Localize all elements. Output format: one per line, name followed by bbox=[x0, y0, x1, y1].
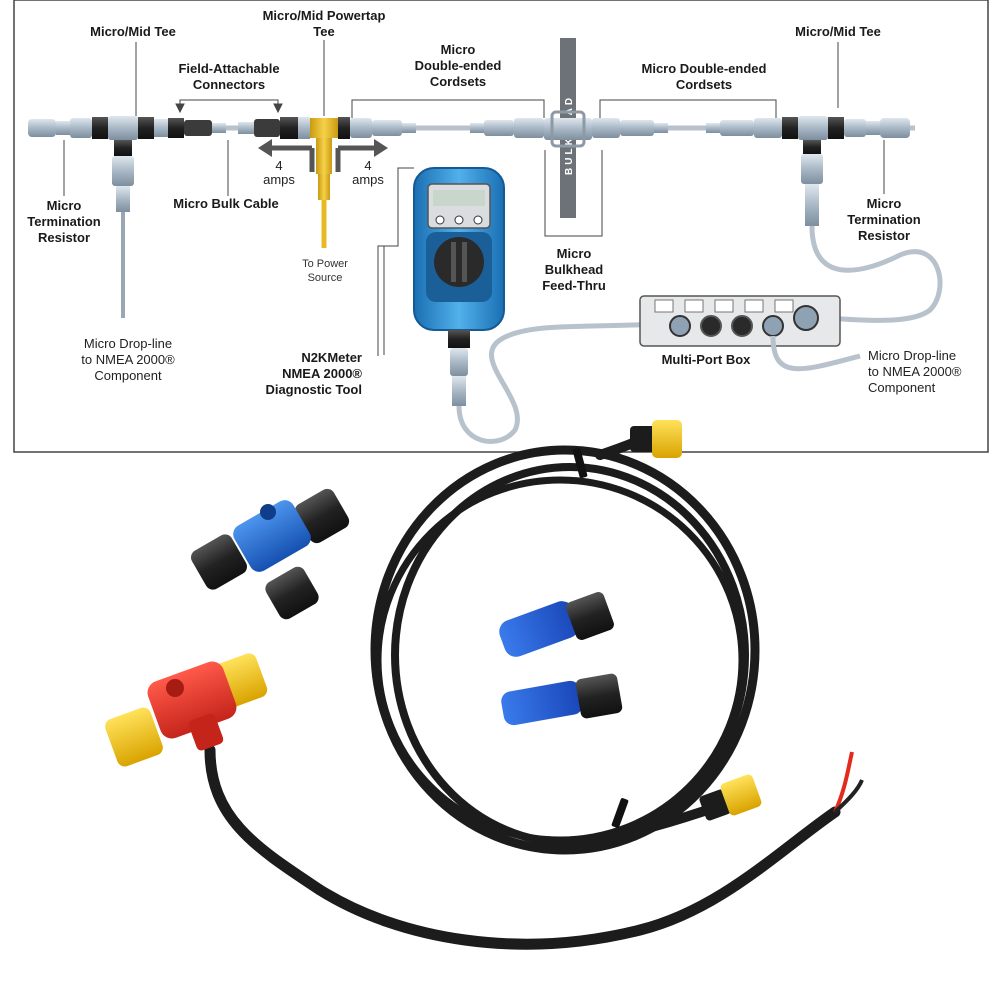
n2kmeter-device bbox=[413, 167, 505, 406]
black-wire bbox=[833, 779, 864, 814]
meter-drop-line bbox=[456, 319, 681, 444]
label-amps-right-unit: amps bbox=[352, 172, 384, 187]
label-drop-left-line1: Micro Drop-line bbox=[84, 336, 172, 351]
label-cordsets2-line1: Micro Double-ended bbox=[642, 61, 767, 76]
label-drop-left-line2: to NMEA 2000® bbox=[81, 352, 175, 367]
micro-double-ended-cordset-2 bbox=[592, 118, 782, 138]
label-cordsets1-line2: Double-ended bbox=[415, 58, 502, 73]
label-micro-mid-tee-right: Micro/Mid Tee bbox=[795, 24, 881, 39]
label-to-power-line1: To Power bbox=[302, 258, 348, 270]
bulkhead: BULKHEAD bbox=[544, 38, 592, 218]
right-micro-mid-tee bbox=[782, 116, 844, 226]
left-termination-resistor bbox=[28, 118, 92, 138]
label-n2kmeter-line1: N2KMeter bbox=[301, 350, 362, 365]
yellow-connector-bottom bbox=[699, 774, 762, 821]
left-micro-mid-tee bbox=[92, 116, 168, 318]
label-micro-bulk-cable: Micro Bulk Cable bbox=[173, 196, 278, 211]
blue-terminator-1 bbox=[499, 592, 614, 657]
label-powertap-tee-line2: Tee bbox=[313, 24, 334, 39]
field-attachable-connectors bbox=[168, 117, 298, 139]
label-cordsets1-line1: Micro bbox=[441, 42, 476, 57]
label-cordsets2-line2: Cordsets bbox=[676, 77, 732, 92]
label-drop-left-line3: Component bbox=[94, 368, 162, 383]
label-bulkhead-line2: Bulkhead bbox=[545, 262, 604, 277]
label-to-power-line2: Source bbox=[308, 272, 343, 284]
label-n2kmeter-line3: Diagnostic Tool bbox=[265, 382, 362, 397]
right-termination-resistor bbox=[844, 118, 910, 138]
product-kit-photo bbox=[105, 420, 864, 950]
powertap-tee bbox=[298, 117, 350, 248]
label-drop-right-line3: Component bbox=[868, 380, 936, 395]
label-termination-left-line1: Micro bbox=[47, 198, 82, 213]
label-amps-left-unit: amps bbox=[263, 172, 295, 187]
label-termination-left-line2: Termination bbox=[27, 214, 100, 229]
amps-arrows bbox=[258, 139, 388, 172]
power-cable bbox=[204, 744, 841, 950]
label-powertap-tee-line1: Micro/Mid Powertap bbox=[263, 8, 386, 23]
multi-port-drop-line bbox=[770, 335, 861, 372]
cable-tie-bottom bbox=[611, 798, 629, 828]
blue-terminator-2 bbox=[501, 673, 623, 726]
cable-tie-top bbox=[572, 447, 588, 479]
multi-port-box bbox=[639, 295, 841, 347]
label-cordsets1-line3: Cordsets bbox=[430, 74, 486, 89]
label-amps-right-value: 4 bbox=[364, 158, 371, 173]
label-n2kmeter-line2: NMEA 2000® bbox=[282, 366, 362, 381]
label-multi-port-box: Multi-Port Box bbox=[662, 352, 752, 367]
label-amps-left-value: 4 bbox=[275, 158, 282, 173]
micro-double-ended-cordset-1 bbox=[350, 118, 544, 138]
leader-lines bbox=[63, 40, 885, 356]
label-field-attachable-line2: Connectors bbox=[193, 77, 265, 92]
label-termination-right-line3: Resistor bbox=[858, 228, 910, 243]
blue-micro-tee bbox=[191, 488, 350, 620]
yellow-connector-top bbox=[630, 420, 682, 458]
label-bulkhead-line1: Micro bbox=[557, 246, 592, 261]
label-drop-right-line1: Micro Drop-line bbox=[868, 348, 956, 363]
label-drop-right-line2: to NMEA 2000® bbox=[868, 364, 962, 379]
label-field-attachable-line1: Field-Attachable bbox=[178, 61, 279, 76]
coiled-backbone-cable bbox=[370, 431, 760, 855]
label-termination-right-line1: Micro bbox=[867, 196, 902, 211]
label-termination-right-line2: Termination bbox=[847, 212, 920, 227]
right-drop-line bbox=[809, 225, 943, 323]
label-micro-mid-tee-left: Micro/Mid Tee bbox=[90, 24, 176, 39]
red-wire bbox=[833, 751, 854, 813]
label-termination-left-line3: Resistor bbox=[38, 230, 90, 245]
red-powertap-tee bbox=[105, 653, 268, 767]
label-bulkhead-line3: Feed-Thru bbox=[542, 278, 606, 293]
network-diagram-panel: BULKHEAD bbox=[13, 0, 989, 453]
